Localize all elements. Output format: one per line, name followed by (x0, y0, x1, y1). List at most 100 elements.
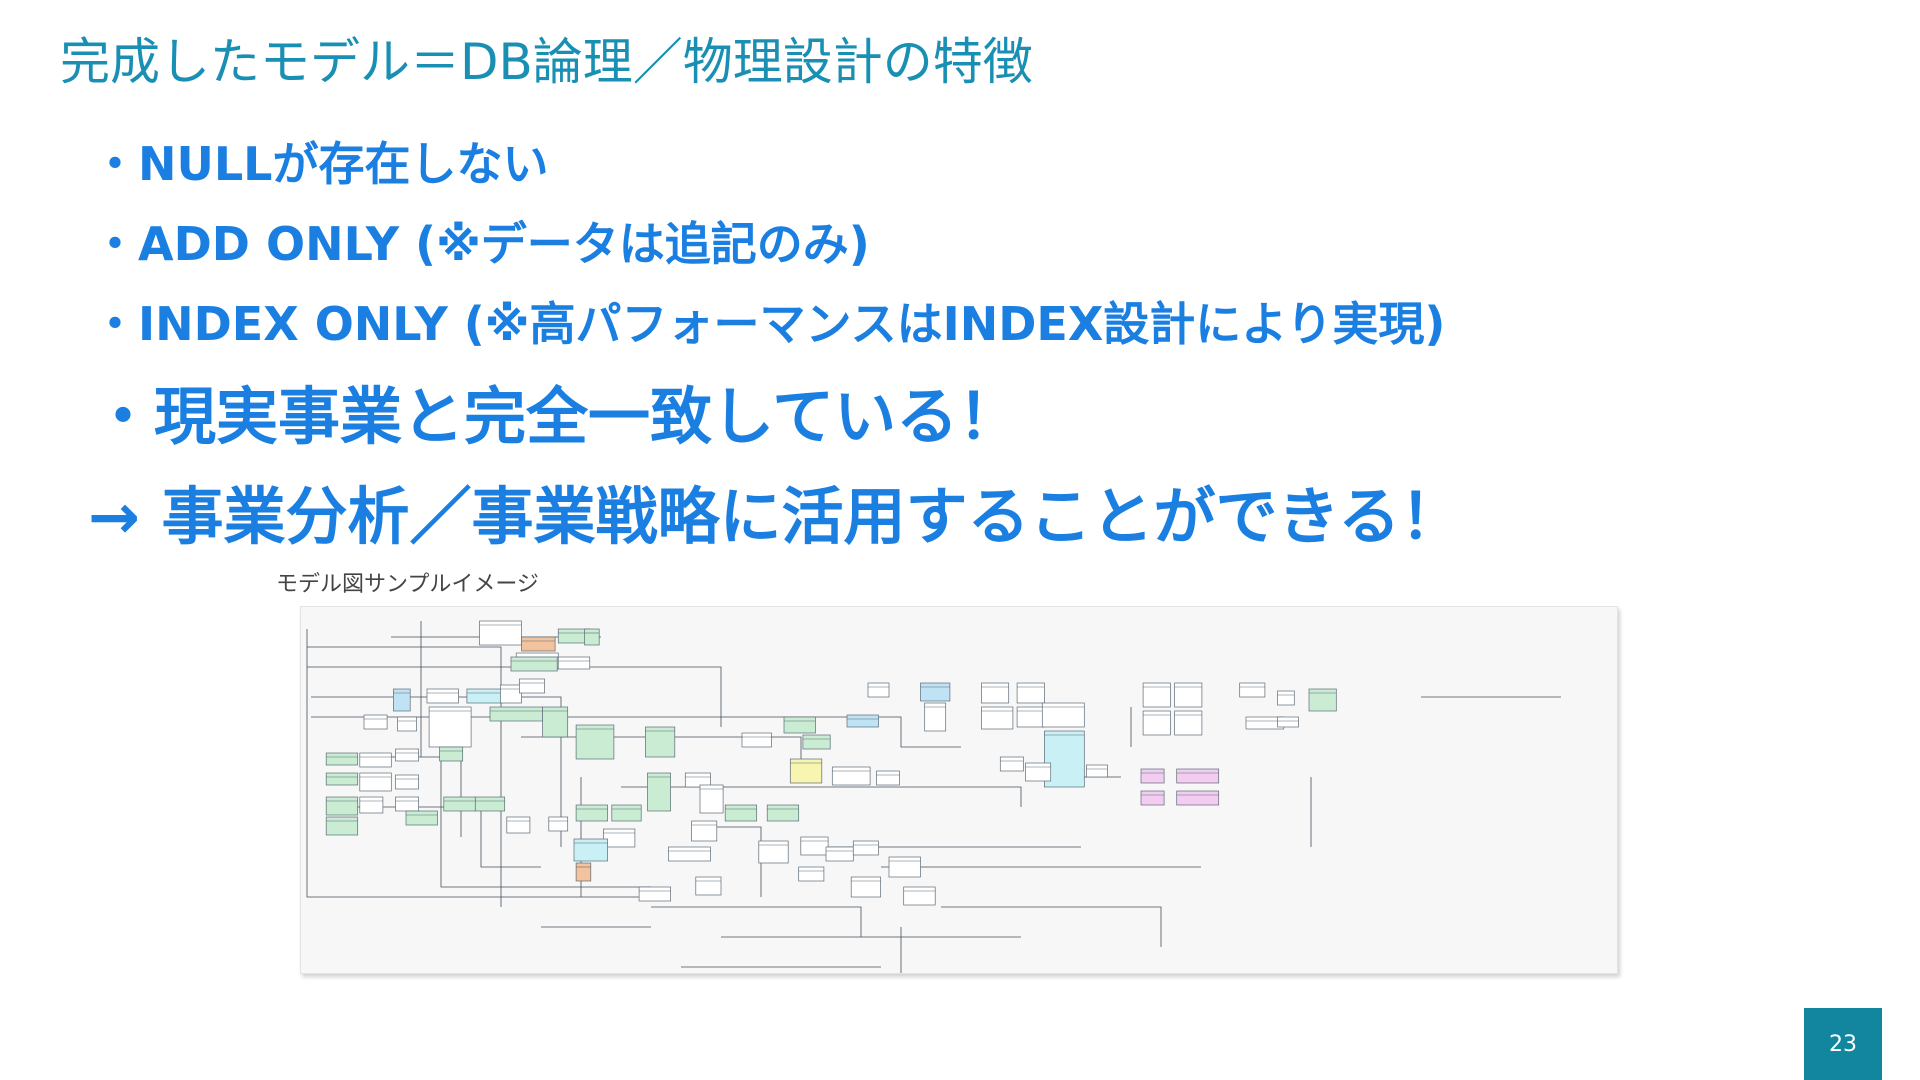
entity-box (548, 816, 569, 832)
entity-box (1176, 768, 1220, 784)
entity-box (981, 706, 1014, 730)
entity-box (1025, 762, 1052, 782)
model-diagram-image (300, 606, 1618, 974)
entity-box (1176, 790, 1220, 806)
bullet-business-strategy: → 事業分析／事業戦略に活用することができる！ (88, 480, 1463, 553)
relationship-line (306, 629, 651, 898)
bullet-add-only: ・ADD ONLY (※データは追記のみ) (92, 217, 870, 271)
entity-box (359, 772, 392, 792)
bullet-no-null: ・NULLが存在しない (92, 137, 549, 191)
entity-box (575, 862, 592, 882)
entity-box (831, 766, 871, 786)
entity-box (645, 726, 676, 758)
entity-box (789, 758, 823, 784)
entity-box (479, 620, 522, 646)
entity-box (852, 840, 879, 856)
entity-box (584, 628, 600, 646)
entity-box (1140, 790, 1165, 806)
relationship-line (307, 666, 722, 727)
entity-box (611, 804, 642, 822)
entity-box (506, 816, 531, 834)
entity-box (489, 706, 543, 722)
entity-box (397, 716, 417, 732)
relationship-line (701, 826, 762, 897)
entity-box (638, 886, 671, 902)
entity-box (876, 770, 900, 786)
entity-box (1239, 682, 1266, 698)
entity-box (783, 716, 816, 734)
entity-box (741, 732, 772, 748)
page-number: 23 (1829, 1031, 1857, 1057)
er-diagram-graphic (306, 620, 1561, 973)
relationship-line (621, 786, 1022, 807)
entity-box (1277, 690, 1295, 706)
relationship-line (941, 906, 1162, 947)
entity-box (1041, 702, 1085, 728)
entity-box (920, 682, 951, 702)
entity-box (359, 752, 392, 768)
entity-box (405, 810, 438, 826)
entity-box (325, 796, 359, 816)
entity-box (981, 682, 1010, 704)
entity-box (924, 702, 947, 732)
entity-box (846, 714, 879, 728)
relationship-line (307, 646, 502, 907)
entity-box (325, 772, 359, 786)
entity-box (695, 876, 722, 896)
bullet-business-match: ・現実事業と完全一致している！ (92, 380, 1021, 453)
entity-box (439, 746, 464, 762)
entity-box (466, 688, 503, 704)
entity-box (850, 876, 881, 898)
entity-box (575, 804, 608, 822)
entity-box (1016, 706, 1045, 728)
entity-box (758, 840, 789, 864)
entity-box (699, 784, 724, 814)
entity-box (603, 828, 636, 848)
entity-box (766, 804, 800, 822)
entity-box (573, 838, 608, 862)
entity-box (1016, 682, 1045, 704)
entity-box (800, 836, 829, 856)
entity-box (867, 682, 890, 698)
entity-box (542, 706, 569, 738)
entity-box (519, 678, 545, 694)
entity-box (1140, 768, 1165, 784)
entity-box (1086, 764, 1108, 778)
entity-box (474, 796, 506, 812)
entity-box (802, 734, 831, 750)
entity-box (647, 772, 671, 812)
bullet-index-only: ・INDEX ONLY (※高パフォーマンスはINDEX設計により実現) (92, 297, 1446, 351)
diagram-caption: モデル図サンプルイメージ (276, 572, 539, 597)
entity-box (903, 886, 936, 906)
entity-box (1142, 682, 1171, 708)
entity-box (1044, 730, 1085, 788)
entity-box (428, 706, 472, 748)
entity-box (1277, 716, 1299, 728)
entity-box (359, 796, 384, 814)
relationship-line (311, 716, 961, 748)
entity-box (724, 804, 758, 822)
relationship-line (651, 906, 862, 937)
entity-box (575, 724, 615, 760)
entity-box (325, 752, 359, 766)
page-number-badge: 23 (1804, 1008, 1882, 1080)
entity-box (825, 846, 854, 862)
entity-box (557, 656, 591, 670)
entity-box (325, 816, 359, 836)
entity-box (395, 748, 419, 762)
entity-box (691, 820, 718, 842)
entity-box (521, 636, 556, 652)
entity-box (443, 796, 476, 812)
entity-box (395, 774, 419, 790)
entity-box (798, 866, 825, 882)
entity-box (1308, 688, 1337, 712)
entity-box (684, 772, 711, 788)
entity-box (393, 688, 411, 712)
entity-box (500, 684, 522, 704)
entity-box (1174, 710, 1203, 736)
entity-box (1142, 710, 1171, 736)
entity-box (395, 796, 419, 812)
entity-box (426, 688, 459, 704)
entity-box (1174, 682, 1203, 708)
entity-box (510, 656, 558, 672)
